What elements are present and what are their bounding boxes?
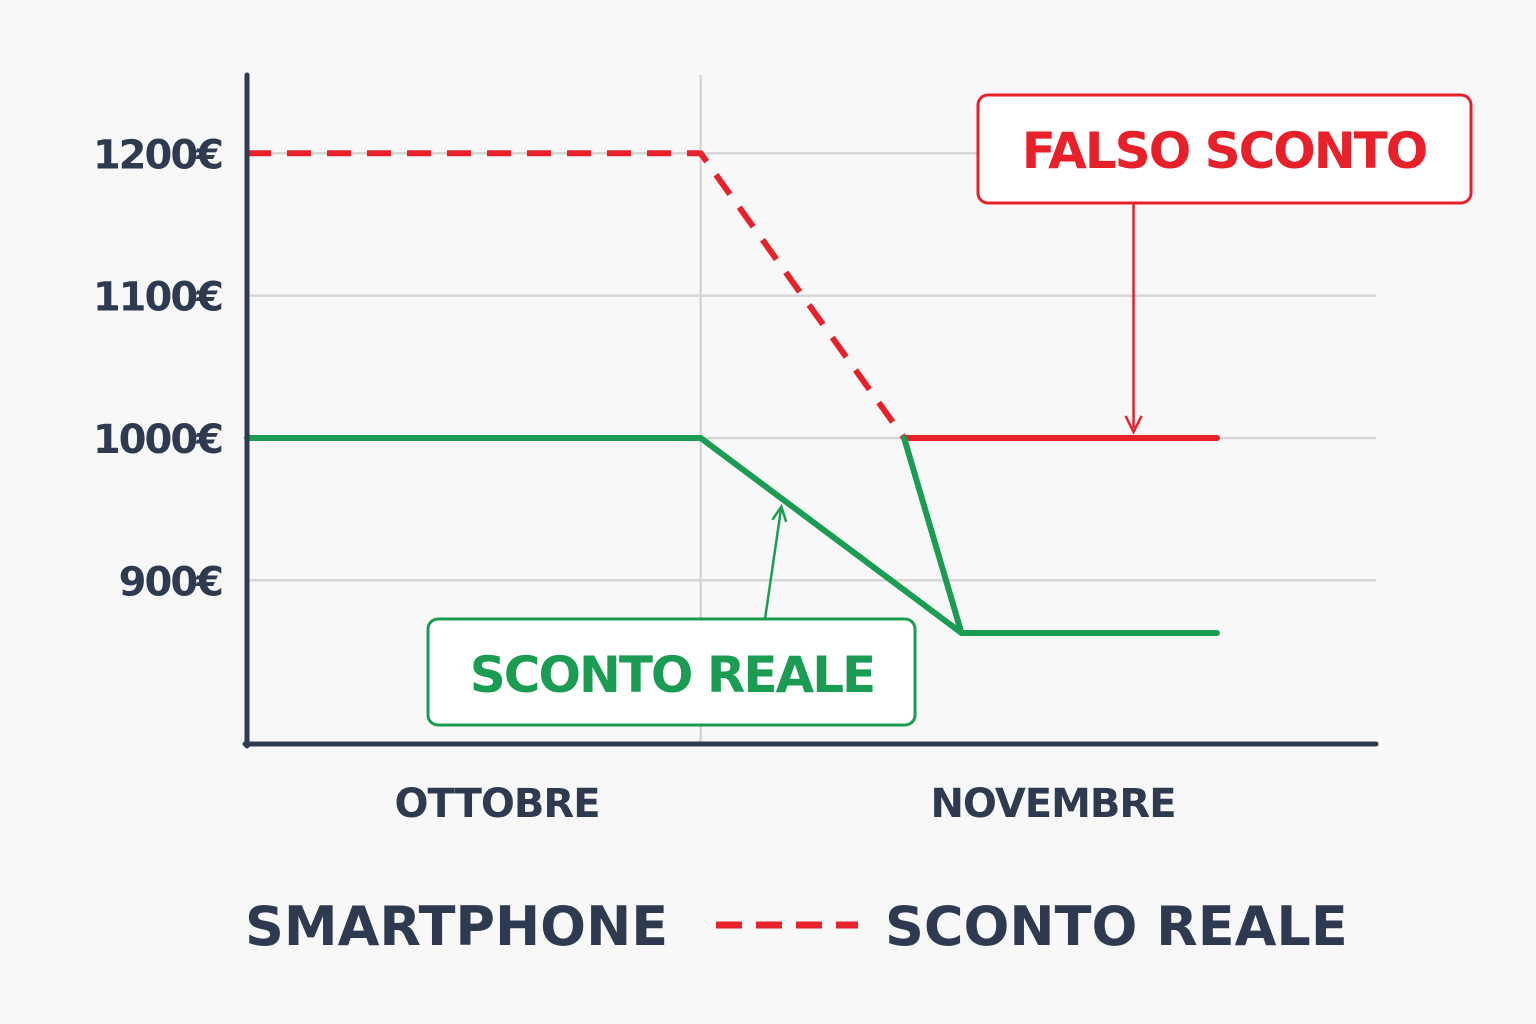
annotation-sconto-reale: SCONTO REALE: [426, 503, 917, 727]
annotation-falso-sconto-arrowhead: [1124, 415, 1143, 435]
annotation-falso-sconto-text: FALSO SCONTO: [1022, 122, 1427, 180]
legend-label-sconto-reale: SCONTO REALE: [885, 895, 1348, 958]
x-category-labels: OTTOBRE NOVEMBRE: [394, 781, 1176, 827]
annotation-falso-sconto-box: [976, 93, 1473, 205]
legend: SMARTPHONE SCONTO REALE: [245, 895, 1348, 958]
y-tick-label-1: 1100€: [93, 275, 222, 321]
category-label-ottobre: OTTOBRE: [394, 781, 599, 827]
legend-label-smartphone: SMARTPHONE: [245, 895, 668, 958]
series-lines: [244, 150, 1220, 636]
axes: [242, 72, 1379, 749]
annotation-sconto-reale-arrowhead: [771, 503, 788, 523]
series-line-0: [247, 150, 907, 440]
y-tick-label-3: 900€: [119, 559, 222, 605]
y-tick-label-2: 1000€: [93, 417, 222, 463]
annotation-sconto-reale-box: [426, 617, 917, 727]
annotation-sconto-reale-arrow: [763, 506, 783, 620]
y-tick-labels: 1200€ 1100€ 1000€ 900€: [93, 132, 224, 605]
series-line-3: [901, 435, 965, 636]
annotation-falso-sconto: FALSO SCONTO: [976, 93, 1473, 435]
category-label-novembre: NOVEMBRE: [930, 781, 1175, 827]
series-line-2: [244, 435, 1220, 636]
annotation-sconto-reale-text: SCONTO REALE: [470, 646, 874, 704]
y-tick-label-0: 1200€: [93, 132, 222, 178]
